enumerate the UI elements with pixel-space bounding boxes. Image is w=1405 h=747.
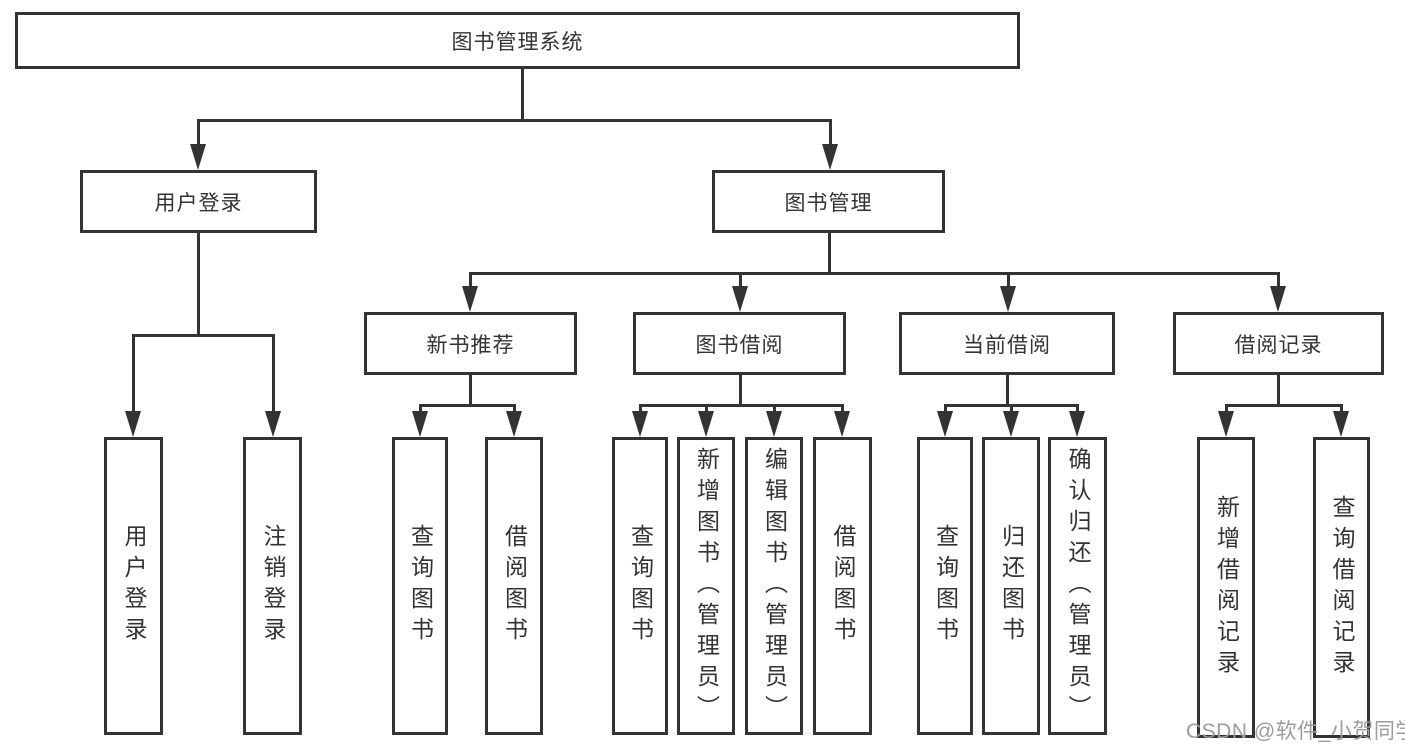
connector-line — [638, 404, 642, 413]
connector-line — [196, 119, 832, 122]
arrowhead — [1000, 286, 1016, 312]
connector-line — [468, 375, 472, 407]
connector-line — [131, 334, 135, 413]
leaf-label: 编辑图书（管理员） — [761, 446, 788, 726]
arrowhead — [462, 286, 478, 312]
connector-line — [131, 334, 275, 337]
leaf-confirm-return-admin: 确认归还（管理员） — [1048, 437, 1107, 735]
arrowhead — [1218, 411, 1234, 437]
arrowhead — [732, 286, 748, 312]
arrowhead — [834, 411, 850, 437]
leaf-label: 借阅图书 — [830, 524, 856, 648]
arrowhead — [766, 411, 782, 437]
node-label: 当前借阅 — [963, 333, 1051, 357]
connector-line — [738, 272, 742, 288]
connector-line — [468, 272, 472, 288]
node-library-system: 图书管理系统 — [15, 12, 1020, 69]
arrowhead — [412, 411, 428, 437]
leaf-query-book-current: 查询图书 — [917, 437, 973, 735]
connector-line — [1005, 375, 1009, 407]
connector-line — [1224, 404, 1228, 413]
connector-line — [1276, 272, 1280, 288]
connector-line — [1224, 404, 1343, 407]
csdn-watermark: CSDN @软件_小贺同学 — [1186, 720, 1405, 743]
leaf-label: 确认归还（管理员） — [1065, 446, 1091, 726]
connector-line — [704, 404, 708, 413]
leaf-add-book-admin: 新增图书（管理员） — [677, 437, 735, 735]
leaf-label: 查询图书 — [407, 524, 434, 648]
arrowhead — [506, 411, 522, 437]
arrowhead — [698, 411, 714, 437]
node-new-book-recommend: 新书推荐 — [364, 312, 577, 375]
connector-line — [738, 375, 742, 407]
arrowhead — [125, 411, 141, 437]
node-label: 用户登录 — [154, 191, 243, 215]
connector-line — [196, 233, 200, 337]
leaf-label: 查询图书 — [932, 524, 959, 648]
node-label: 新书推荐 — [426, 333, 515, 357]
leaf-label: 查询图书 — [627, 524, 654, 648]
connector-line — [943, 404, 947, 413]
leaf-label: 查询借阅记录 — [1329, 494, 1355, 681]
leaf-label: 新增图书（管理员） — [693, 446, 720, 726]
arrowhead — [822, 144, 838, 170]
arrowhead — [937, 411, 953, 437]
leaf-query-borrow-record: 查询借阅记录 — [1313, 437, 1370, 738]
node-current-borrowing: 当前借阅 — [899, 312, 1115, 375]
leaf-add-borrow-record: 新增借阅记录 — [1197, 437, 1255, 738]
arrowhead — [1003, 411, 1019, 437]
node-label: 图书管理 — [784, 191, 873, 215]
leaf-label: 归还图书 — [998, 524, 1025, 648]
connector-line — [1006, 272, 1010, 288]
leaf-label: 新增借阅记录 — [1213, 494, 1240, 681]
leaf-logout: 注销登录 — [243, 437, 302, 735]
node-label: 图书借阅 — [695, 333, 784, 357]
leaf-label: 用户登录 — [121, 524, 147, 648]
connector-line — [772, 404, 776, 413]
arrowhead — [190, 144, 206, 170]
node-book-borrowing: 图书借阅 — [633, 312, 846, 375]
node-user-login: 用户登录 — [80, 170, 317, 233]
node-label: 借阅记录 — [1234, 333, 1323, 357]
leaf-borrow-book-recommend: 借阅图书 — [485, 437, 543, 735]
leaf-query-book-recommend: 查询图书 — [392, 437, 448, 735]
leaf-edit-book-admin: 编辑图书（管理员） — [745, 437, 803, 735]
connector-line — [840, 404, 844, 413]
leaf-label: 注销登录 — [260, 524, 286, 648]
connector-line — [828, 119, 832, 147]
connector-line — [418, 404, 422, 413]
node-borrowing-records: 借阅记录 — [1173, 312, 1384, 375]
connector-line — [418, 404, 516, 407]
arrowhead — [632, 411, 648, 437]
connector-line — [271, 334, 275, 413]
node-label: 图书管理系统 — [451, 30, 584, 54]
connector-line — [638, 404, 844, 407]
connector-line — [1075, 404, 1079, 413]
node-book-management: 图书管理 — [712, 170, 945, 233]
connector-line — [196, 119, 200, 147]
leaf-query-book-borrowing: 查询图书 — [612, 437, 668, 735]
connector-line — [827, 233, 831, 275]
arrowhead — [1069, 411, 1085, 437]
connector-line — [1009, 404, 1013, 413]
connector-line — [1276, 375, 1280, 407]
leaf-return-book: 归还图书 — [982, 437, 1040, 735]
arrowhead — [1333, 411, 1349, 437]
leaf-user-login: 用户登录 — [104, 437, 163, 735]
connector-line — [520, 69, 524, 122]
arrowhead — [1270, 286, 1286, 312]
leaf-label: 借阅图书 — [501, 524, 528, 648]
arrowhead — [265, 411, 281, 437]
connector-line — [512, 404, 516, 413]
leaf-borrow-book: 借阅图书 — [813, 437, 872, 735]
connector-line — [1339, 404, 1343, 413]
connector-line — [468, 272, 1280, 275]
